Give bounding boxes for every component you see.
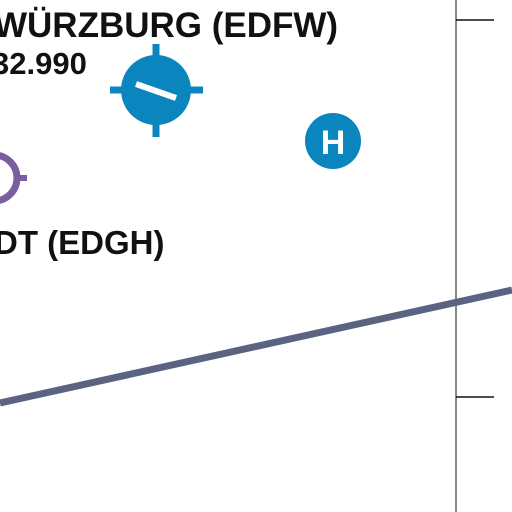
airfield-icon[interactable] [0,152,27,204]
airfield-name-label: DT (EDGH) [0,224,165,261]
airport-runway-icon[interactable] [110,44,203,137]
heliport-icon[interactable]: H [305,113,361,169]
route-line [0,286,512,407]
airport-frequency-label: 32.990 [0,46,87,81]
heliport-letter: H [321,124,346,162]
airport-name-label: WÜRZBURG (EDFW) [0,6,339,45]
